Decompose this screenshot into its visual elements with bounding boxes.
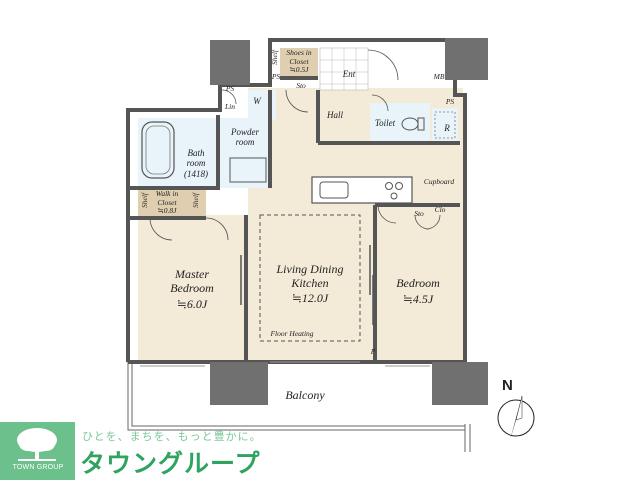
master-bedroom-size: ≒6.0J <box>176 297 208 311</box>
entrance-tile-grid <box>320 48 368 90</box>
meter-box-label: MB <box>433 72 445 81</box>
ldk-size: ≒12.0J <box>291 291 329 305</box>
window-lines <box>140 361 430 367</box>
hall-floor <box>318 88 370 143</box>
bath-size: (1418) <box>184 169 208 179</box>
logo-text: TOWN GROUP <box>12 464 64 471</box>
ps-label-2: PS <box>271 72 281 81</box>
doors <box>149 49 441 241</box>
cupboard-floor <box>415 172 461 194</box>
kitchen-counter <box>311 176 413 204</box>
walkin-shelf-label-left: Shelf <box>140 193 149 208</box>
brand-slogan: ひとを、まちを、もっと豊かに。 <box>82 430 262 443</box>
balcony-label: Balcony <box>285 388 325 402</box>
bathtub-inner <box>145 125 171 175</box>
vanity <box>229 157 267 183</box>
brand-name: タウングループ <box>80 449 261 478</box>
master-bedroom-label: Master Bedroom <box>170 267 214 295</box>
shoes-closet-size: ≒0.5J <box>289 65 309 74</box>
shoes-sto-label: Sto <box>296 81 306 90</box>
tree-icon <box>17 428 57 461</box>
linen-label: Lin <box>224 102 235 111</box>
shoes-shelf-label: Shelf <box>270 50 279 65</box>
closet-label: Clo <box>434 205 446 214</box>
sliding-doors <box>240 245 374 325</box>
toilet-floor <box>370 103 430 143</box>
ps-label-3: PS <box>445 97 455 106</box>
shoes-closet-label: Shoes in Closet <box>286 48 312 66</box>
floor-heating-zone <box>259 214 361 342</box>
powder-floor <box>218 118 270 188</box>
ps-label-1: PS <box>225 84 235 93</box>
bedroom-floor <box>375 205 458 360</box>
toilet-tank <box>417 117 425 131</box>
bedroom-sto-label: Sto <box>414 209 424 218</box>
r-floor <box>432 108 458 143</box>
pipe-label: P <box>370 347 376 356</box>
north-compass <box>497 395 535 440</box>
washer-label: W <box>253 96 261 106</box>
balcony <box>127 362 471 452</box>
walkin-closet-floor <box>138 188 206 218</box>
kitchen-sink <box>319 181 349 199</box>
north-label: N <box>502 377 513 394</box>
entrance-label: Ent <box>342 69 356 79</box>
walkin-shelf-label-right: Shelf <box>191 193 200 208</box>
walkin-closet-label: Walk in Closet <box>155 189 179 207</box>
stove-burner-1 <box>385 182 393 190</box>
powder-room-label: Powder room <box>231 127 259 148</box>
floor-heating-label: Floor Heating <box>270 329 314 338</box>
walkin-closet-size: ≒0.8J <box>157 206 177 215</box>
structural-columns <box>210 38 488 405</box>
stove-burner-3 <box>390 192 398 200</box>
bedroom-size: ≒4.5J <box>402 292 434 306</box>
toilet-label: Toilet <box>374 118 396 128</box>
refrigerator-label: R <box>444 123 450 133</box>
shoes-closet-floor <box>280 48 318 78</box>
bath-label: Bath room <box>186 148 206 169</box>
hall-label: Hall <box>326 110 343 120</box>
town-group-logo: TOWN GROUP <box>0 422 75 480</box>
bedroom-label: Bedroom <box>396 276 440 290</box>
ldk-label: Living Dining Kitchen <box>276 262 344 290</box>
stove-burner-2 <box>395 182 403 190</box>
r-box <box>434 111 456 139</box>
cupboard-label: Cupboard <box>423 177 455 186</box>
bathtub <box>141 121 175 179</box>
